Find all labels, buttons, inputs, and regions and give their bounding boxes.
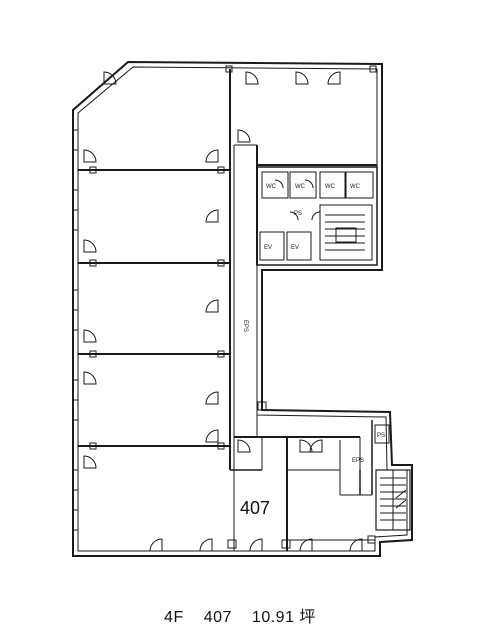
caption-area: 10.91 (251, 609, 295, 626)
bottom-right-office (287, 469, 376, 544)
svg-text:PS: PS (377, 433, 385, 439)
svg-text:WC: WC (350, 184, 361, 190)
unit-label: 407 (240, 498, 270, 518)
svg-text:WC: WC (266, 184, 277, 190)
doors (83, 71, 363, 552)
svg-text:EPS: EPS (352, 458, 364, 464)
unit-407 (227, 437, 291, 551)
svg-text:EPS: EPS (242, 320, 248, 332)
building-outline-inner (77, 66, 408, 552)
building-outline (72, 60, 413, 557)
floor-plan: EPS WC WC WC WC EV EV PS PS E (72, 60, 413, 557)
svg-text:EV: EV (264, 245, 272, 251)
svg-text:WC: WC (325, 184, 336, 190)
svg-text:WC: WC (295, 184, 306, 190)
service-core: WC WC WC WC EV EV PS (256, 166, 378, 266)
right-annex: PS EPS (339, 420, 411, 531)
svg-text:EV: EV (291, 245, 299, 251)
caption-floor: 4F (164, 609, 184, 626)
caption-area-unit: 坪 (299, 609, 316, 626)
svg-text:PS: PS (294, 211, 302, 217)
office-partitions (78, 166, 230, 450)
caption-unit: 407 (203, 609, 232, 626)
plan-caption: 4F 407 10.91 坪 (0, 603, 480, 627)
top-right-office (225, 65, 378, 166)
left-wall-windows (73, 129, 78, 531)
